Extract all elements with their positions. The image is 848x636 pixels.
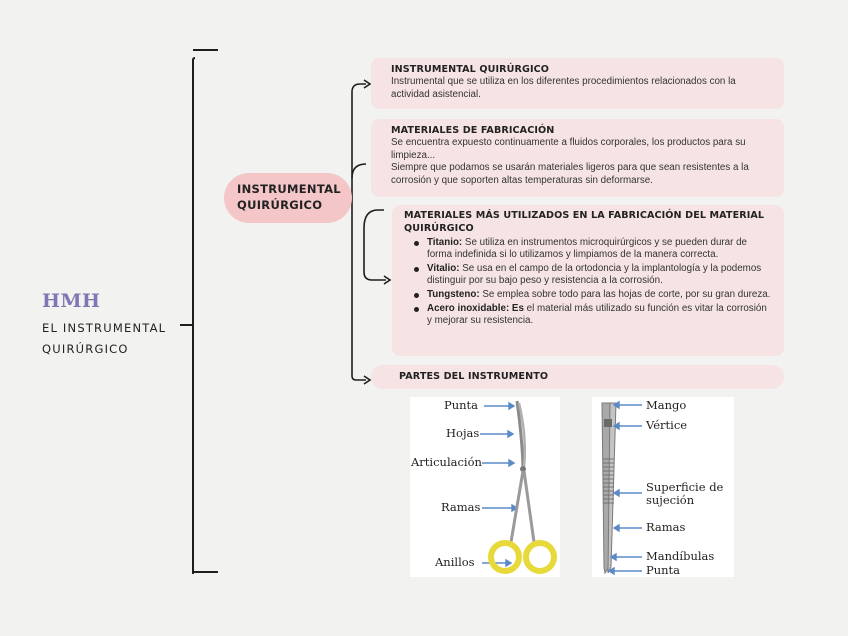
forceps-label-tip: Punta	[646, 563, 681, 577]
card-materials-used-title: MATERIALES MÁS UTILIZADOS EN LA FABRICAC…	[404, 210, 765, 234]
forceps-label-vertex: Vértice	[646, 418, 688, 432]
bullet-icon	[414, 267, 419, 273]
material-description: el material más utilizado su función es …	[427, 302, 767, 327]
material-description: Se emplea sobre todo para las hojas de c…	[479, 289, 771, 301]
scissors-illustration	[480, 400, 557, 574]
list-item: Tungsteno: Se emplea sobre todo para las…	[414, 289, 774, 301]
material-term: Acero inoxidable: Es	[427, 302, 524, 314]
bullet-icon	[414, 306, 419, 312]
scissors-diagram: Punta Hojas Articulación Ramas Anillos	[410, 397, 560, 577]
scissors-label-blades: Hojas	[446, 426, 480, 440]
forceps-label-shanks: Ramas	[646, 520, 686, 534]
material-term: Tungsteno:	[427, 289, 480, 301]
forceps-label-jaws: Mandíbulas	[646, 549, 715, 563]
material-description: Se utiliza en instrumentos microquirúrgi…	[427, 237, 748, 261]
card-definition[interactable]: INSTRUMENTAL QUIRÚRGICO Instrumental que…	[371, 58, 784, 109]
card-parts[interactable]: PARTES DEL INSTRUMENTO	[371, 365, 784, 389]
forceps-illustration	[601, 400, 642, 576]
scissors-label-tip: Punta	[444, 398, 479, 412]
forceps-diagram: Mango Vértice Superficie de sujeción Ram…	[592, 397, 734, 577]
material-term: Titanio:	[427, 237, 463, 248]
scissors-label-joint: Articulación	[411, 455, 482, 469]
center-node-label: INSTRUMENTAL QUIRÚRGICO	[237, 182, 341, 212]
materials-list: Titanio: Se utiliza en instrumentos micr…	[414, 237, 774, 328]
scissors-label-rings: Anillos	[435, 555, 475, 569]
card-materials-fabrication-text-2: Siempre que podamos se usarán materiales…	[391, 162, 749, 186]
forceps-label-grip-surface: Superficie de sujeción	[646, 480, 724, 507]
forceps-label-handle: Mango	[646, 398, 687, 412]
card-materials-fabrication[interactable]: MATERIALES DE FABRICACIÓN Se encuentra e…	[371, 119, 784, 197]
card-materials-fabrication-title: MATERIALES DE FABRICACIÓN	[391, 125, 555, 136]
bullet-icon	[414, 293, 419, 299]
card-materials-fabrication-text-1: Se encuentra expuesto continuamente a fl…	[391, 137, 746, 161]
center-node[interactable]: INSTRUMENTAL QUIRÚRGICO	[224, 173, 352, 223]
card-parts-title: PARTES DEL INSTRUMENTO	[399, 371, 549, 382]
main-title: EL INSTRUMENTAL QUIRÚRGICO	[42, 321, 167, 356]
material-description: Se usa en el campo de la ortodoncia y la…	[427, 263, 762, 287]
card-definition-title: INSTRUMENTAL QUIRÚRGICO	[391, 64, 550, 75]
list-item: Vitalio: Se usa en el campo de la ortodo…	[414, 263, 774, 288]
card-materials-used[interactable]: MATERIALES MÁS UTILIZADOS EN LA FABRICAC…	[392, 205, 784, 356]
card-definition-text: Instrumental que se utiliza en los difer…	[391, 76, 736, 100]
list-item: Acero inoxidable: Es el material más uti…	[414, 303, 774, 328]
material-term: Vitalio:	[427, 263, 460, 275]
list-item: Titanio: Se utiliza en instrumentos micr…	[414, 237, 774, 262]
brand-logo: HMH	[42, 290, 101, 312]
scissors-label-shanks: Ramas	[441, 500, 481, 514]
bullet-icon	[414, 241, 419, 246]
